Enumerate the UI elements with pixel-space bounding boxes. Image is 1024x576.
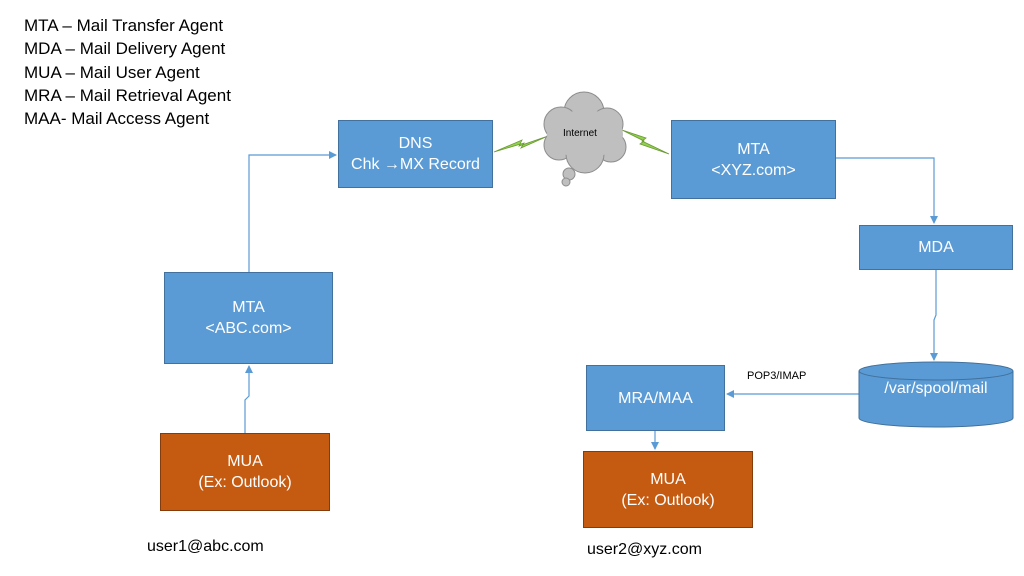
legend-mda: MDA – Mail Delivery Agent <box>24 39 226 59</box>
lightning-left-icon <box>493 135 549 153</box>
mua-recipient-box: MUA (Ex: Outlook) <box>583 451 753 528</box>
legend-maa: MAA- Mail Access Agent <box>24 109 210 129</box>
connector-mda-spool <box>930 270 938 361</box>
legend: MTA – Mail Transfer Agent MDA – Mail Del… <box>24 14 231 130</box>
mda-label: MDA <box>918 239 954 256</box>
mta-abc-domain: <ABC.com> <box>205 320 292 337</box>
mda-box: MDA <box>859 225 1013 270</box>
mra-maa-label: MRA/MAA <box>618 389 693 407</box>
mra-maa-box: MRA/MAA <box>586 365 725 431</box>
mail-spool-cylinder <box>858 361 1014 428</box>
connector-mta-abc-dns <box>248 151 337 272</box>
mua-recipient-title: MUA <box>650 470 686 488</box>
spool-label: /var/spool/mail <box>884 380 988 397</box>
mta-abc-box: MTA <ABC.com> <box>164 272 333 364</box>
mua-sender-example: (Ex: Outlook) <box>198 474 292 491</box>
legend-mua: MUA – Mail User Agent <box>24 62 200 82</box>
legend-mta: MTA – Mail Transfer Agent <box>24 16 224 35</box>
lightning-right-icon <box>621 129 670 155</box>
connector-mua1-mta-abc <box>244 365 253 433</box>
mta-xyz-title: MTA <box>737 140 770 158</box>
legend-mra: MRA – Mail Retrieval Agent <box>24 85 231 105</box>
connector-mta-xyz-mda <box>836 157 938 224</box>
mta-xyz-box: MTA <XYZ.com> <box>671 120 836 199</box>
mua-recipient-example: (Ex: Outlook) <box>621 491 715 509</box>
mta-xyz-domain: <XYZ.com> <box>711 161 796 179</box>
dns-box: DNS Chk →MX Record <box>338 120 493 188</box>
user1-email: user1@abc.com <box>147 538 264 555</box>
dns-subtitle: Chk →MX Record <box>351 156 480 173</box>
mta-abc-title: MTA <box>232 299 265 316</box>
mua-sender-box: MUA (Ex: Outlook) <box>160 433 330 511</box>
mua-sender-title: MUA <box>227 453 263 470</box>
user2-email: user2@xyz.com <box>587 541 702 558</box>
dns-title: DNS <box>398 135 433 152</box>
internet-label: Internet <box>563 128 597 139</box>
pop3-imap-label: POP3/IMAP <box>747 370 807 382</box>
